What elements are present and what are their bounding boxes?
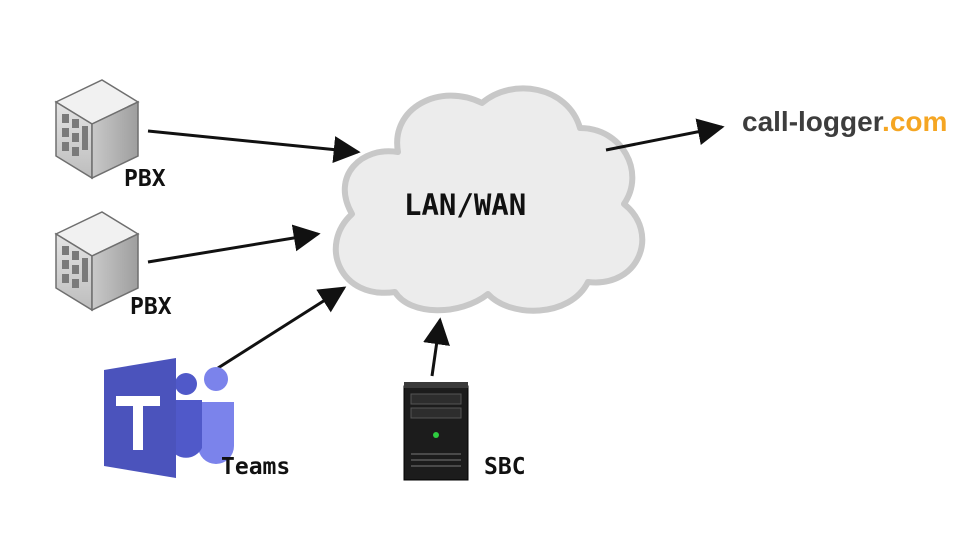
arrow-sbc-to-cloud [423,317,450,377]
arrow-pbx-bottom-to-cloud [147,224,321,264]
call-logger-brand: call-logger.com [742,106,947,138]
pbx-bottom-label: PBX [130,294,172,320]
pbx-server-icon [54,79,140,180]
brand-tld: .com [882,106,948,137]
connection-arrows [147,118,725,377]
cloud-label: LAN/WAN [404,188,527,222]
arrow-cloud-to-call-logger [605,118,725,152]
teams-label: Teams [221,454,291,480]
arrow-pbx-top-to-cloud [147,129,361,164]
microsoft-teams-icon [104,358,234,478]
sbc-label: SBC [484,454,526,480]
sbc-server-icon [403,382,469,481]
brand-name: call-logger [742,106,883,137]
arrow-teams-to-cloud [217,286,347,370]
pbx-server-icon [54,211,140,312]
pbx-top-label: PBX [124,166,166,192]
lan-wan-cloud [332,85,646,314]
